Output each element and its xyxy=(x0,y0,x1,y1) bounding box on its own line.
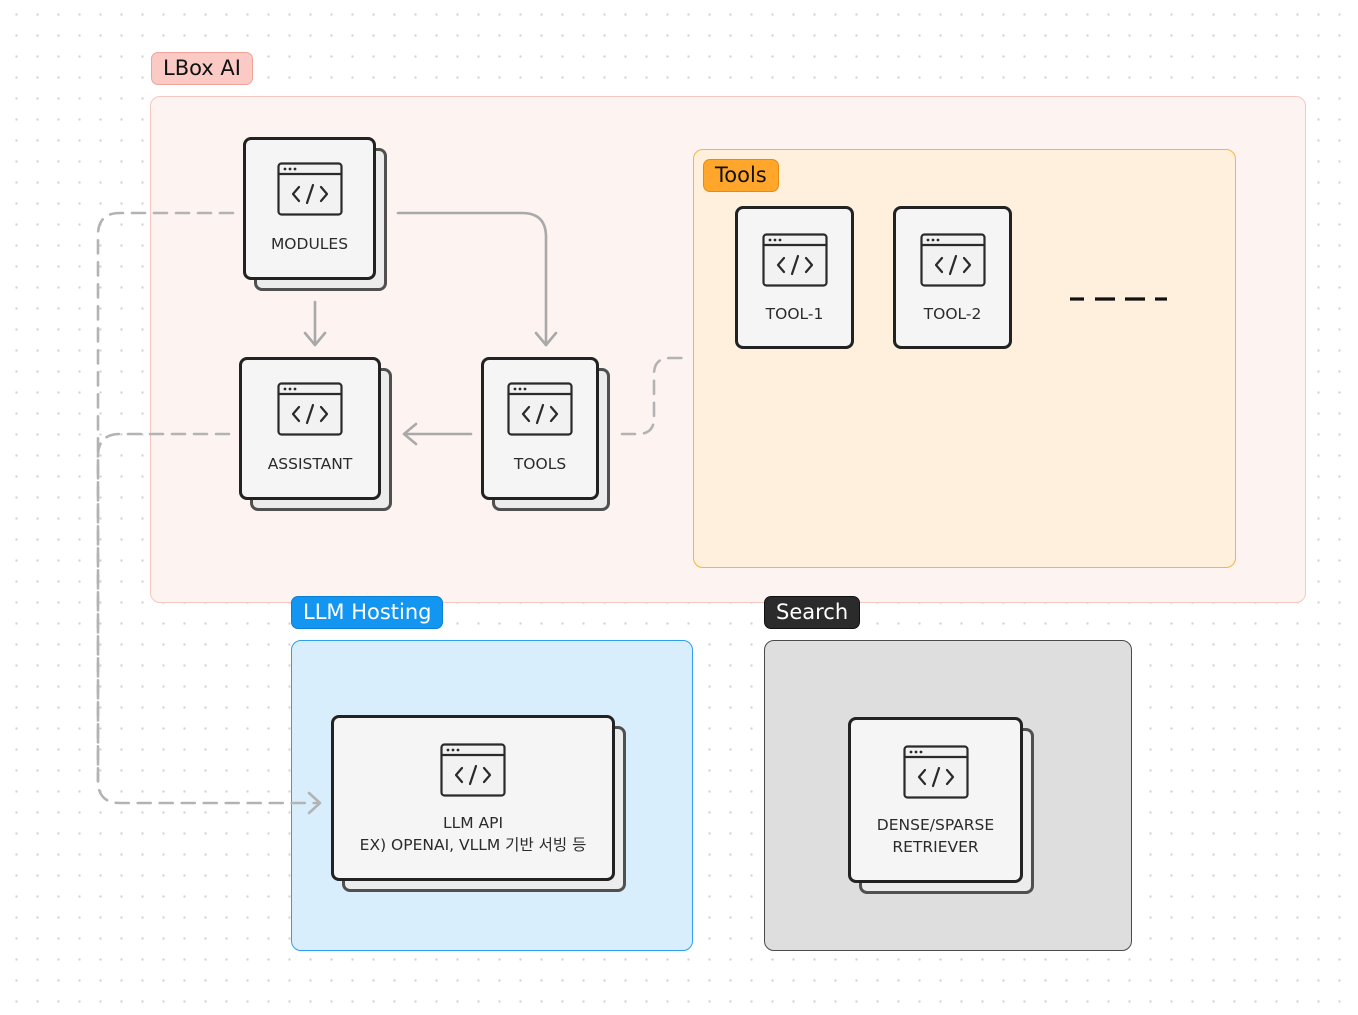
code-window-icon xyxy=(440,743,506,797)
node-label-line2: EX) OPENAI, VLLM 기반 서빙 등 xyxy=(359,836,587,854)
edge-tools-to-tools-group xyxy=(620,356,690,436)
node-label: MODULES xyxy=(270,235,349,253)
node-label-line1: DENSE/SPARSE xyxy=(876,816,995,834)
node-tool-2[interactable]: TOOL-2 xyxy=(893,206,1012,349)
node-retriever[interactable]: DENSE/SPARSE RETRIEVER xyxy=(848,717,1034,894)
group-label-llm-hosting: LLM Hosting xyxy=(291,596,444,629)
node-card: LLM API EX) OPENAI, VLLM 기반 서빙 등 xyxy=(331,715,615,881)
node-label-line2: RETRIEVER xyxy=(892,838,979,856)
arrowhead-tools-to-assistant xyxy=(402,422,418,446)
node-label: TOOLS xyxy=(513,455,567,473)
node-label: TOOL-1 xyxy=(765,305,824,323)
node-label: ASSISTANT xyxy=(267,455,353,473)
code-window-icon xyxy=(277,382,343,436)
code-window-icon xyxy=(761,233,828,287)
solid-connectors xyxy=(303,211,558,446)
node-card: TOOL-2 xyxy=(893,206,1012,349)
node-label: TOOL-2 xyxy=(923,305,982,323)
node-card: TOOL-1 xyxy=(735,206,854,349)
node-card: DENSE/SPARSE RETRIEVER xyxy=(848,717,1023,883)
node-assistant[interactable]: ASSISTANT xyxy=(239,357,392,511)
arrowhead-to-llm-api xyxy=(307,791,322,815)
dashed-connectors xyxy=(96,211,690,805)
node-label-line1: LLM API xyxy=(442,814,504,832)
code-window-icon xyxy=(919,233,986,287)
code-window-icon xyxy=(507,382,573,436)
node-llm-api[interactable]: LLM API EX) OPENAI, VLLM 기반 서빙 등 xyxy=(331,715,626,892)
arrowhead-modules-to-tools xyxy=(534,331,558,347)
edge-assistant-to-llm-api xyxy=(96,432,231,783)
node-modules[interactable]: MODULES xyxy=(243,137,387,291)
node-card: TOOLS xyxy=(481,357,599,500)
code-window-icon xyxy=(902,745,969,799)
node-label: LLM API EX) OPENAI, VLLM 기반 서빙 등 xyxy=(334,812,612,856)
edge-modules-to-tools xyxy=(396,211,548,347)
node-card: MODULES xyxy=(243,137,376,280)
arrowhead-modules-to-assistant xyxy=(303,331,327,347)
group-label-lbox-ai: LBox AI xyxy=(151,52,253,85)
group-label-search: Search xyxy=(764,596,861,629)
node-tool-1[interactable]: TOOL-1 xyxy=(735,206,854,349)
edge-modules-to-llm-api xyxy=(96,211,320,805)
group-label-tools: Tools xyxy=(703,159,779,192)
code-window-icon xyxy=(276,162,343,216)
node-card: ASSISTANT xyxy=(239,357,381,500)
node-tools[interactable]: TOOLS xyxy=(481,357,610,511)
node-label: DENSE/SPARSE RETRIEVER xyxy=(851,814,1020,858)
